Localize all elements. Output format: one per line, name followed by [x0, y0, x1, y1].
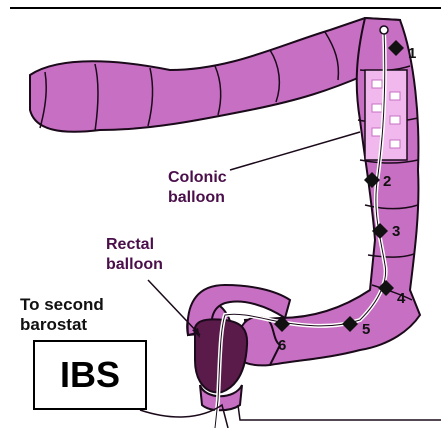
marker-label-5: 5: [362, 321, 370, 338]
second-barostat-label: To second barostat: [20, 295, 104, 335]
marker-label-1: 1: [408, 45, 416, 62]
marker-label-3: 3: [392, 223, 400, 240]
marker-label-6: 6: [278, 337, 286, 354]
colonic-balloon-label: Colonic balloon: [168, 168, 227, 208]
colonic-label-line2: balloon: [168, 188, 227, 208]
ibs-label: IBS: [60, 354, 120, 396]
second-label-line2: barostat: [20, 315, 104, 335]
colonic-pointer: [230, 132, 360, 170]
marker-label-4: 4: [397, 290, 406, 307]
ibs-label-box: IBS: [33, 340, 147, 410]
rectal-label-line1: Rectal: [106, 235, 163, 255]
right-tube: [238, 405, 441, 420]
marker-label-2: 2: [383, 173, 391, 190]
catheter-tip: [380, 26, 388, 34]
second-label-line1: To second: [20, 295, 104, 315]
colonic-label-line1: Colonic: [168, 168, 227, 188]
rectal-balloon-label: Rectal balloon: [106, 235, 163, 275]
rectal-label-line2: balloon: [106, 255, 163, 275]
